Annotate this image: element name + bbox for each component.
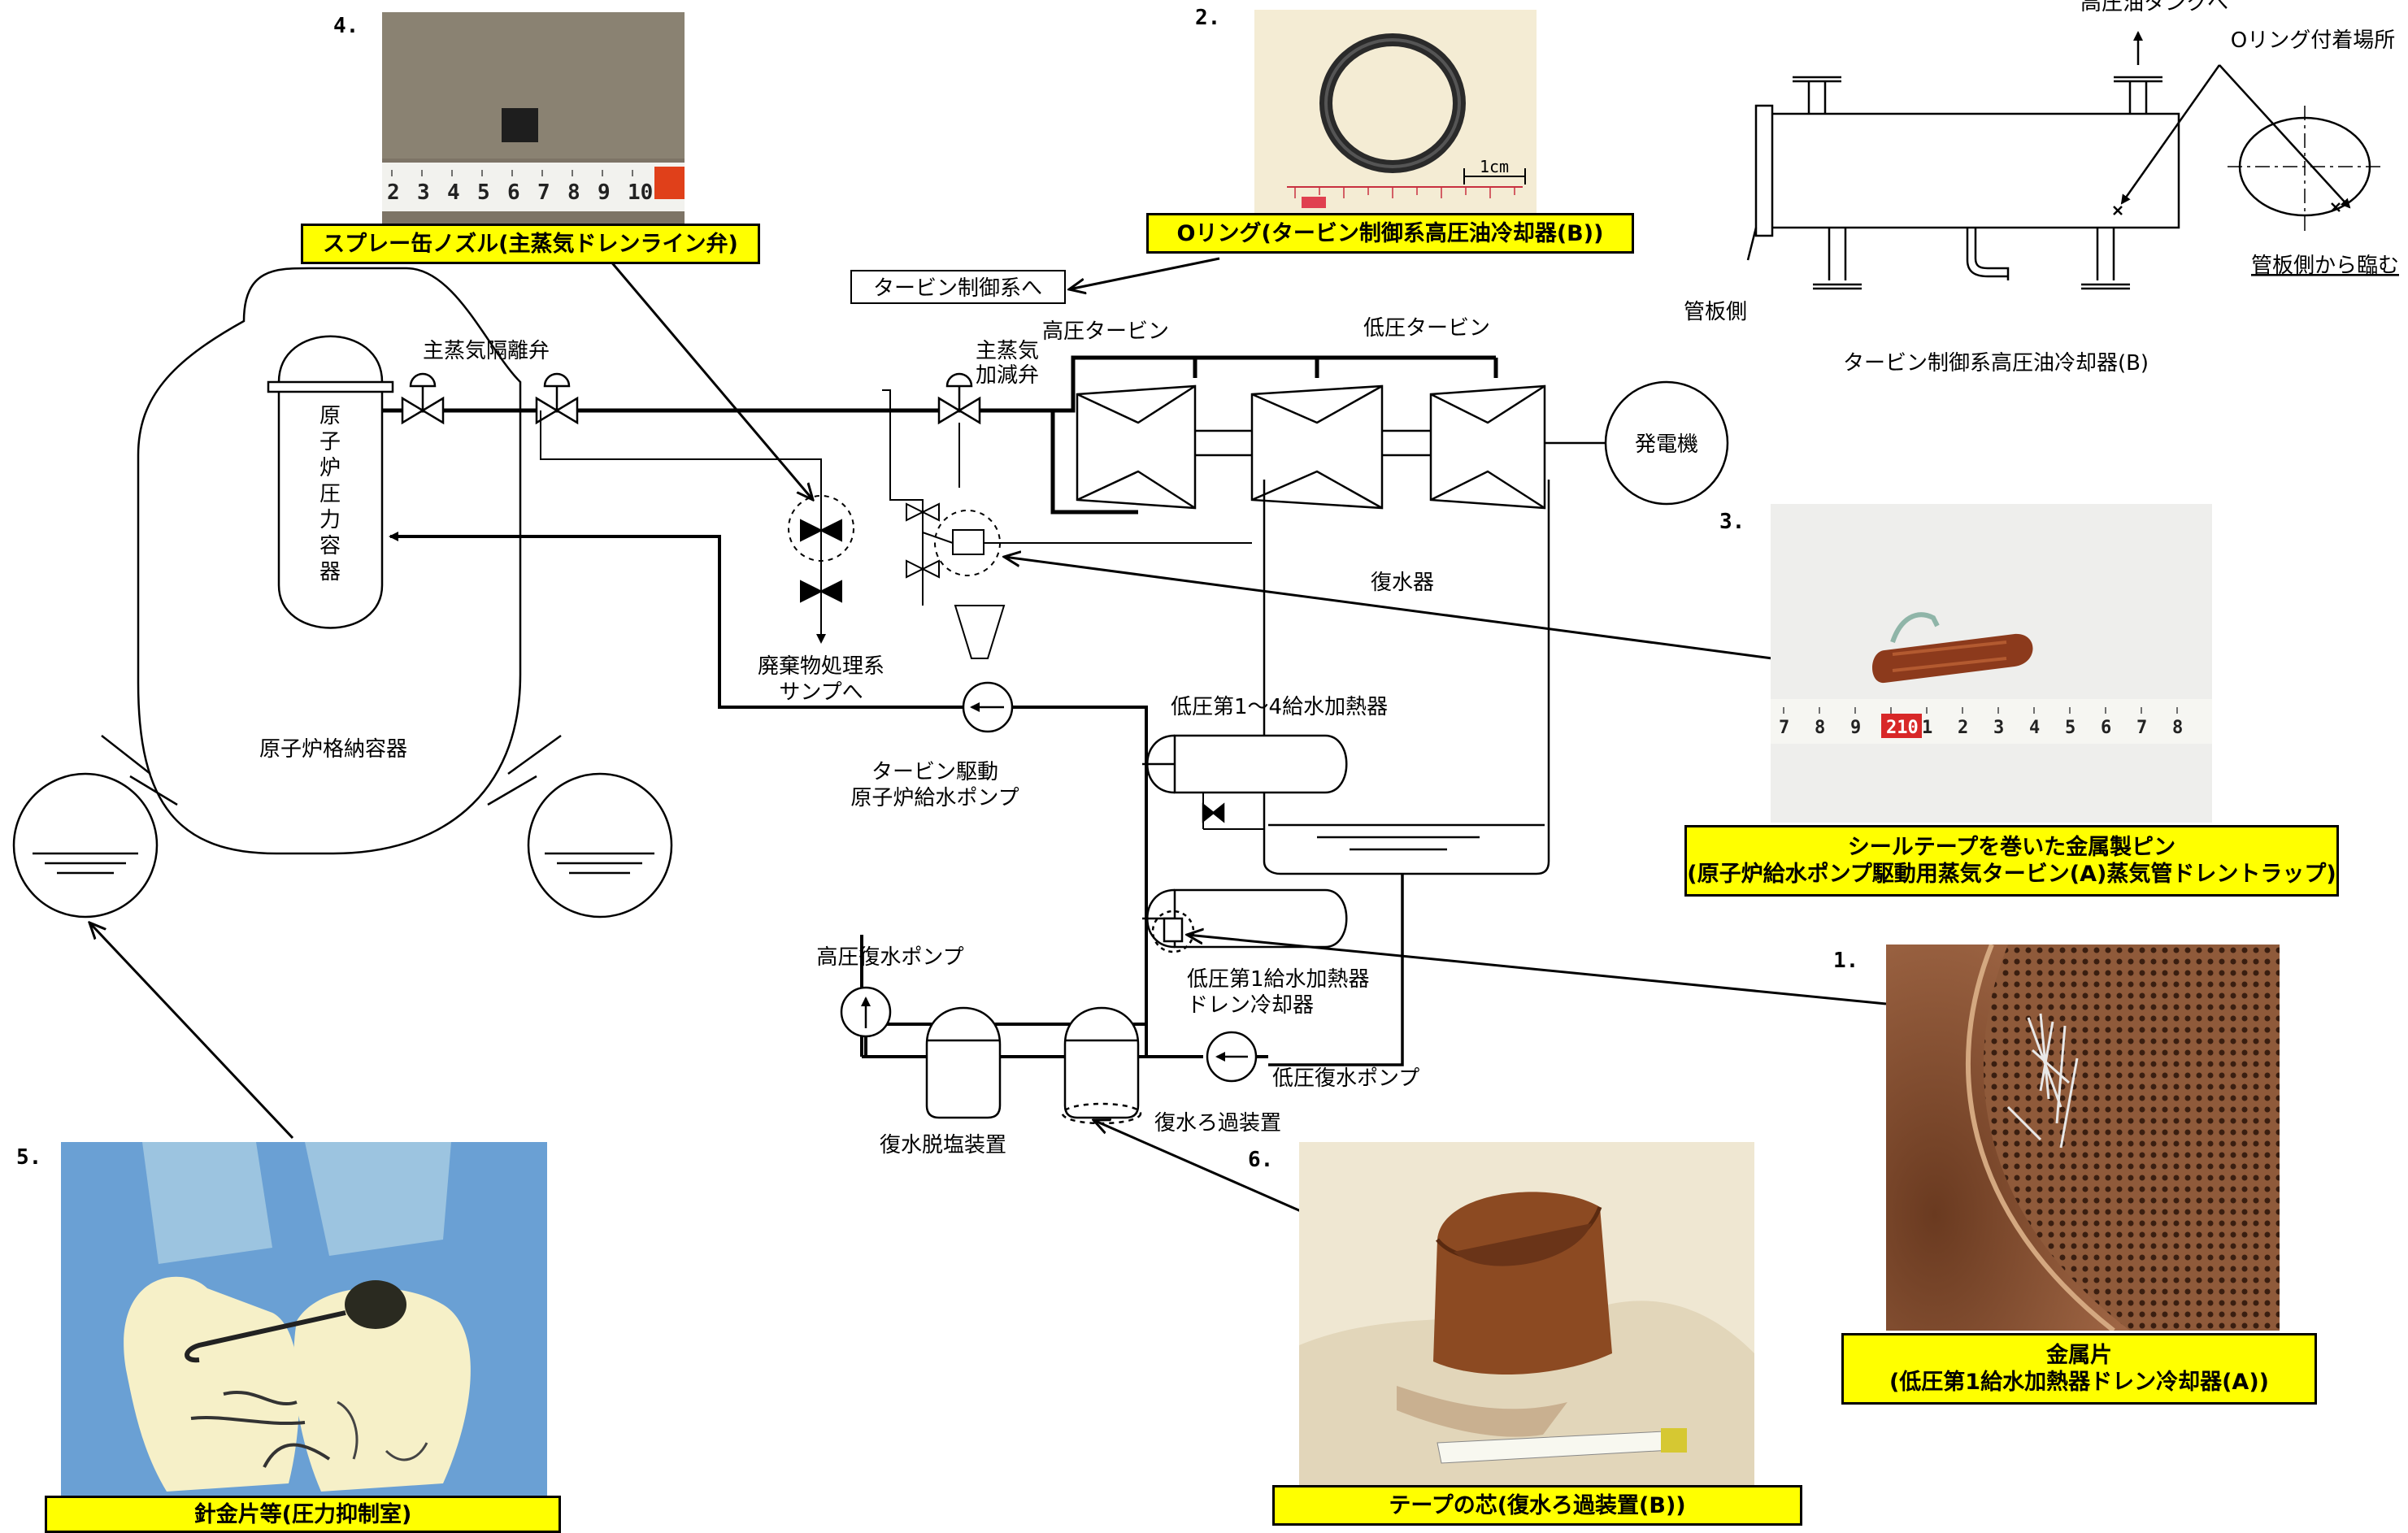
msiv-label: 主蒸気隔離弁 [423,339,550,363]
cooler-to-tank-label: 高圧油タンクへ [2080,0,2228,15]
caption-tape-core: テープの芯(復水ろ過装置(B)) [1272,1485,1802,1526]
turbines [1077,382,1728,508]
ruler-tick-label: 1 [1922,718,1932,738]
ruler-tick-label: 5 [477,180,490,205]
hp-cond-pump-label: 高圧復水ポンプ [816,945,963,970]
containment-label: 原子炉格納容器 [259,737,407,762]
oring-location-label: Oリング付着場所 [2231,28,2395,53]
item-number-5: 5. [16,1145,41,1170]
photo-wire-pieces [61,1142,547,1500]
photo-o-ring: 1cm [1254,10,1537,213]
caption-o-ring-text: Oリング(タービン制御系高圧油冷却器(B)) [1149,220,1632,247]
caption-metal-piece: 金属片 (低圧第1給水加熱器ドレン冷却器(A)) [1841,1333,2317,1405]
ruler-tick-label: 2 [387,180,400,205]
lp-turbine-label: 低圧タービン [1363,316,1490,341]
caption-o-ring: Oリング(タービン制御系高圧油冷却器(B)) [1146,213,1634,254]
tdrfp-label-2: 原子炉給水ポンプ [850,786,1019,810]
tube-side-label: 管板側 [1684,300,1747,324]
ruler-tick-label: 3 [1993,718,2004,738]
item-number-4: 4. [333,14,359,38]
caption-wire-pieces-text: 針金片等(圧力抑制室) [47,1501,559,1528]
photo-tape-core [1299,1142,1754,1485]
lp1-drain-label-2: ドレン冷却器 [1187,993,1314,1018]
filter-label: 復水ろ過装置 [1154,1111,1281,1136]
main-steam-valve-label-2: 加減弁 [976,363,1039,388]
lp1-drain-label-1: 低圧第1給水加熱器 [1187,967,1370,992]
ruler-tick-label: 6 [507,180,520,205]
item-number-2: 2. [1195,6,1220,30]
demineralizer-label: 復水脱塩装置 [880,1133,1006,1157]
nozzle-object [502,108,538,142]
caption-spray-nozzle: スプレー缶ノズル(主蒸気ドレンライン弁) [301,224,760,264]
view-from-label: 管板側から臨む [2251,254,2399,278]
ruler-tick-label: 210 [1886,718,1919,738]
svg-text:原: 原 [319,404,341,428]
caption-metal-piece-line2: (低圧第1給水加熱器ドレン冷却器(A)) [1844,1369,2315,1396]
svg-text:炉: 炉 [319,456,341,480]
containment-vessel [14,268,672,917]
ruler-tick-label: 9 [1850,718,1861,738]
msiv-valves [402,374,980,423]
photo-metal-piece [1886,945,2280,1331]
item-number-6: 6. [1248,1148,1273,1172]
caption-wire-pieces: 針金片等(圧力抑制室) [45,1496,561,1533]
oil-cooler-schematic [1748,33,2382,289]
ruler-tick-label: 3 [417,180,430,205]
condenser-label: 復水器 [1371,571,1434,595]
svg-text:子: 子 [319,430,341,454]
svg-text:容: 容 [319,534,341,558]
hp-turbine-label: 高圧タービン [1042,319,1169,344]
svg-text:圧: 圧 [319,482,341,506]
tdrfp-label-1: タービン駆動 [871,760,998,784]
waste-label-1: 廃棄物処理系 [758,654,885,679]
item-number-1: 1. [1833,949,1858,973]
ruler-tick-label: 7 [2136,718,2147,738]
caption-tape-core-text: テープの芯(復水ろ過装置(B)) [1275,1492,1800,1519]
scale-1cm: 1cm [1480,157,1509,176]
main-steam-valve-label-1: 主蒸気 [976,339,1039,363]
ruler-tick-label: 9 [598,180,611,205]
ruler-tick-label: 7 [537,180,550,205]
ruler-tick-label: 8 [567,180,580,205]
ruler-tick-label: 5 [2065,718,2075,738]
ruler-tick-label: 10 [628,180,653,205]
caption-seal-tape-pin-line2: (原子炉給水ポンプ駆動用蒸気タービン(A)蒸気管ドレントラップ) [1687,861,2336,888]
ruler-tick-label: 2 [1958,718,1968,738]
ruler-tick-label: 4 [2029,718,2040,738]
ruler-tick-label: 8 [2172,718,2183,738]
caption-spray-nozzle-text: スプレー缶ノズル(主蒸気ドレンライン弁) [303,231,758,258]
svg-text:器: 器 [319,560,341,584]
waste-label-2: サンプへ [779,680,863,705]
caption-metal-piece-line1: 金属片 [1844,1342,2315,1369]
drain-line [541,410,854,642]
lp-cond-pump-label: 低圧復水ポンプ [1272,1066,1419,1091]
svg-text:力: 力 [319,508,341,532]
oring-x-marks [2114,203,2340,215]
lp-heaters-label: 低圧第1～4給水加熱器 [1171,695,1388,719]
lp-heaters [1142,736,1346,952]
caption-seal-tape-pin: シールテープを巻いた金属製ピン (原子炉給水ポンプ駆動用蒸気タービン(A)蒸気管… [1684,825,2339,897]
turbine-control-label: タービン制御系へ [873,276,1042,301]
ruler-tick-label: 6 [2101,718,2111,738]
ruler-tick-label: 8 [1815,718,1825,738]
cooler-title: タービン制御系高圧油冷却器(B) [1843,351,2149,376]
item-number-3: 3. [1719,510,1745,534]
generator-label: 発電機 [1635,432,1698,457]
caption-seal-tape-pin-line1: シールテープを巻いた金属製ピン [1687,834,2336,861]
reactor-pv-label: 原 子 炉 圧 力 容 器 [319,404,341,584]
ruler-tick-label: 7 [1779,718,1789,738]
ruler-tick-label: 4 [447,180,460,205]
